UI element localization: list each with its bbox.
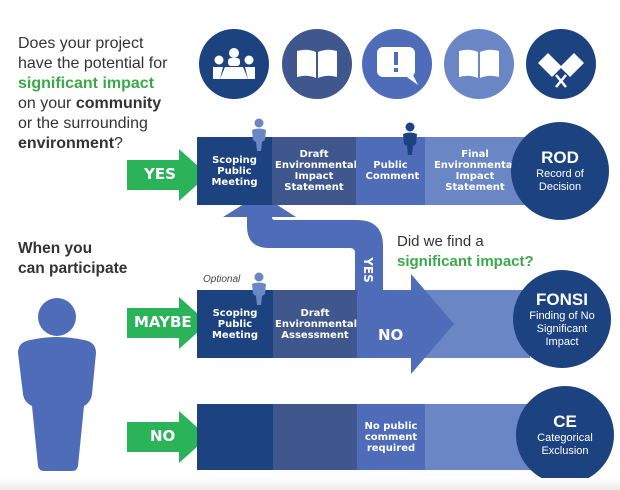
uturn-yes-label: YES [361,257,375,283]
question-line: on your community [18,94,167,114]
person-icon [18,298,96,471]
maybe-arrow-label: MAYBE [134,313,192,331]
question-text: on your [18,95,76,112]
maybe-arrow [127,297,208,349]
question-bold: community [75,95,162,112]
question-highlight: significant impact [18,75,155,92]
optional-note: Optional [203,274,241,285]
yes-arrow-label: YES [144,165,176,183]
open-book-icon [282,29,352,99]
no-path-arrow-label: NO [150,427,176,445]
person-marker-icon [252,272,266,305]
outcome-full: Finding of No Significant Impact [529,309,595,348]
no-arrow-label: NO [378,326,404,344]
outcome-full: Record of Decision [536,168,584,193]
decision-question: Did we find a significant impact? [397,232,534,272]
question-line: Does your project [18,35,144,52]
step-scoping-public-meeting-optional: Scoping Public Meeting [197,290,273,358]
step-label: Draft Environmental Impact Statement [275,149,358,193]
uturn-arrow-body [247,216,383,295]
decision-highlight: significant impact? [397,253,534,270]
meeting-icon [199,29,269,99]
step-no-public-comment: No public comment required [357,404,425,470]
question-bold: environment [18,135,115,152]
question-line: or the surrounding [18,115,148,132]
step-label: Scoping Public Meeting [211,154,258,188]
outcome-rod: ROD Record of Decision [511,122,609,220]
person-marker-icon [403,122,417,155]
open-book-icon [444,29,514,99]
intro-question: Does your project have the potential for… [18,34,167,154]
step-empty [273,404,357,470]
uturn-yes-label-wrap: YES [359,252,377,288]
no-path-arrow [127,411,208,463]
step-public-comment: Public Comment [356,137,425,205]
step-label: Scoping Public Meeting [211,307,258,341]
outcome-abbr: ROD [541,148,579,167]
no-arrow [357,274,454,374]
outcome-ce: CE Categorical Exclusion [516,386,614,484]
uturn-arrow-head [223,194,296,217]
outcome-fonsi: FONSI Finding of No Significant Impact [513,270,611,368]
step-final-eis: Final Environmental Impact Statement [425,137,525,205]
step-label: Final Environmental Impact Statement [433,149,517,193]
bottom-shadow [0,478,620,490]
question-line: have the potential for [18,55,168,72]
step-label: Draft Environmental Assessment [275,307,358,341]
step-draft-eis: Draft Environmental Impact Statement [272,137,358,205]
question-line: environment? [18,134,167,154]
step-empty [197,404,273,470]
participate-heading: When you can participate [18,239,127,279]
step-label: No public comment required [364,420,418,454]
outcome-abbr: FONSI [536,289,588,309]
yes-arrow [127,149,208,201]
crossed-flags-icon [526,29,596,99]
outcome-abbr: CE [553,412,577,431]
step-draft-ea: Draft Environmental Assessment [273,290,357,358]
participate-line: When you [18,240,93,257]
speech-bubble-exclamation-icon [362,29,432,99]
outcome-full: Categorical Exclusion [537,432,593,457]
decision-line: Did we find a [397,233,484,250]
person-marker-icon [252,118,266,151]
participate-line: can participate [18,260,128,277]
step-label: Public Comment [365,160,420,182]
question-text: ? [114,135,123,152]
